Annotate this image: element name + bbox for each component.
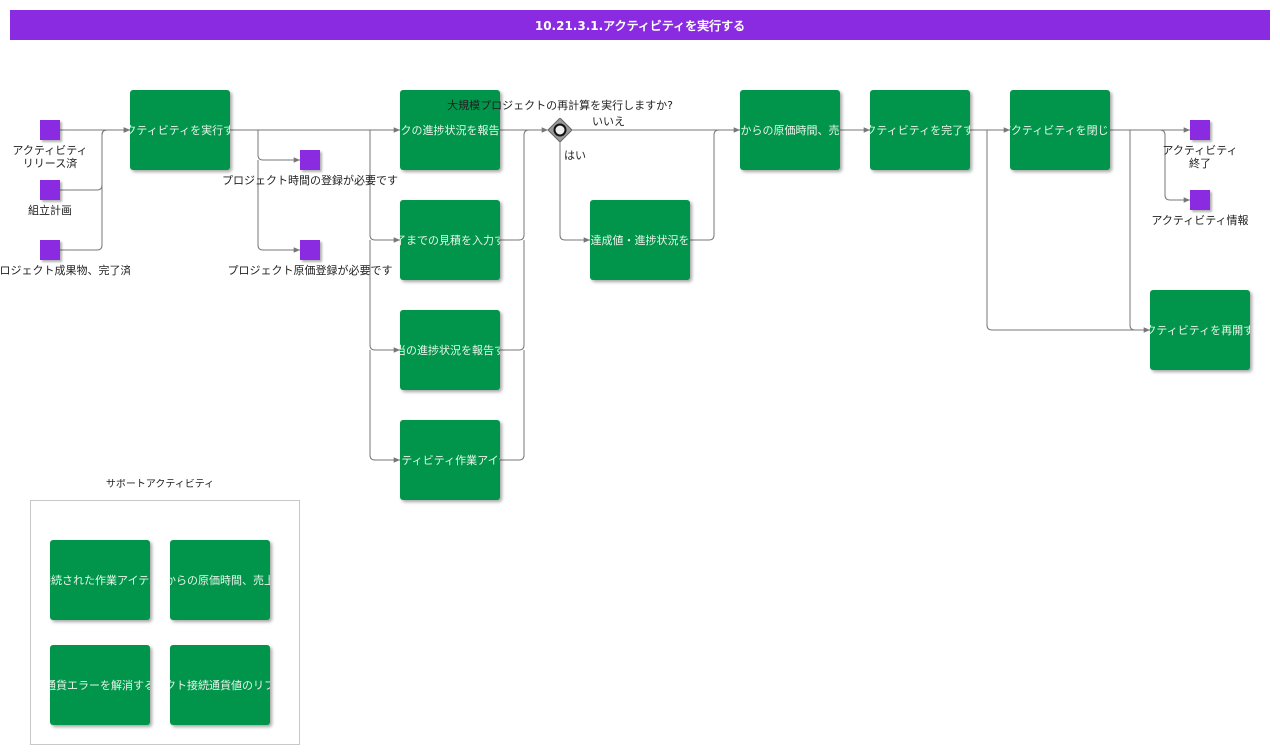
support-item-connected-work-items[interactable]: 接続された作業アイテム — [50, 540, 150, 620]
task-cost-time-revenue[interactable]: からの原価時間、売 — [740, 90, 840, 170]
event-deliverable-done-label-clip: プロジェクト成果物、完了済 — [0, 264, 130, 278]
task-earned-value[interactable]: 達成値・進捗状況を — [590, 200, 690, 280]
diagram-title: 10.21.3.1.アクティビティを実行する — [534, 18, 746, 33]
event-activity-info[interactable] — [1190, 190, 1210, 210]
task-report-assignment-progress[interactable]: 担当の進捗状況を報告する — [400, 310, 500, 390]
gateway-no-label: いいえ — [592, 115, 625, 128]
task-activity-work-items-label: アクティビティ作業アイテム — [400, 454, 500, 467]
event-activity-end-label: アクティビティ 終了 — [1162, 144, 1238, 170]
gateway-yes-label: はい — [564, 149, 586, 162]
task-close-activity[interactable]: アクティビティを閉じる — [1010, 90, 1110, 170]
task-activity-work-items[interactable]: アクティビティ作業アイテム — [400, 420, 500, 500]
support-item-resolve-currency-error[interactable]: 通貨エラーを解消する — [50, 645, 150, 725]
event-deliverable-done-label: プロジェクト成果物、完了済 — [0, 264, 130, 277]
task-complete-activity-label: アクティビティを完了する — [870, 124, 970, 137]
task-enter-estimate-label: 完了までの見積を入力する — [400, 234, 500, 247]
event-cost-registration-needed-label: プロジェクト原価登録が必要です — [227, 264, 393, 277]
task-reopen-activity-label: アクティビティを再開する — [1150, 324, 1250, 337]
task-report-assignment-progress-label: 担当の進捗状況を報告する — [400, 344, 500, 357]
event-assembly-plan-label: 組立計画 — [28, 204, 72, 217]
support-item-refresh-currency-values[interactable]: プロジェクト接続通貨値のリフレッシュ — [170, 645, 270, 725]
event-deliverable-done[interactable] — [40, 240, 60, 260]
task-execute-activity-label: アクティビティを実行する — [130, 124, 230, 137]
task-cost-time-revenue-label: からの原価時間、売 — [740, 124, 840, 137]
support-item-cost-time-revenue[interactable]: からの原価時間、売上 — [170, 540, 270, 620]
support-item-label: 通貨エラーを解消する — [50, 679, 150, 692]
task-enter-estimate[interactable]: 完了までの見積を入力する — [400, 200, 500, 280]
task-report-progress-label: タスクの進捗状況を報告する — [400, 124, 500, 137]
event-activity-info-label: アクティビティ情報 — [1151, 214, 1249, 227]
event-activity-released[interactable] — [40, 120, 60, 140]
gateway-question-label: 大規模プロジェクトの再計算を実行しますか? — [447, 99, 673, 112]
support-activities-title: サポートアクティビティ — [105, 479, 215, 490]
support-item-label: からの原価時間、売上 — [170, 574, 270, 587]
task-execute-activity[interactable]: アクティビティを実行する — [130, 90, 230, 170]
event-activity-end[interactable] — [1190, 120, 1210, 140]
task-report-progress[interactable]: タスクの進捗状況を報告する — [400, 90, 500, 170]
support-item-label: プロジェクト接続通貨値のリフレッシュ — [170, 679, 270, 692]
event-time-registration-needed[interactable] — [300, 150, 320, 170]
task-earned-value-label: 達成値・進捗状況を — [590, 234, 690, 247]
task-reopen-activity[interactable]: アクティビティを再開する — [1150, 290, 1250, 370]
event-assembly-plan[interactable] — [40, 180, 60, 200]
event-activity-released-label: アクティビティ リリース済 — [12, 144, 88, 170]
support-activities-group — [30, 500, 300, 745]
gateway-recalculate[interactable] — [548, 118, 572, 142]
diagram-title-bar: 10.21.3.1.アクティビティを実行する — [10, 10, 1270, 40]
event-cost-registration-needed[interactable] — [300, 240, 320, 260]
support-item-label: 接続された作業アイテム — [50, 574, 150, 587]
event-time-registration-needed-label: プロジェクト時間の登録が必要です — [222, 174, 398, 187]
task-complete-activity[interactable]: アクティビティを完了する — [870, 90, 970, 170]
task-close-activity-label: アクティビティを閉じる — [1010, 124, 1110, 137]
